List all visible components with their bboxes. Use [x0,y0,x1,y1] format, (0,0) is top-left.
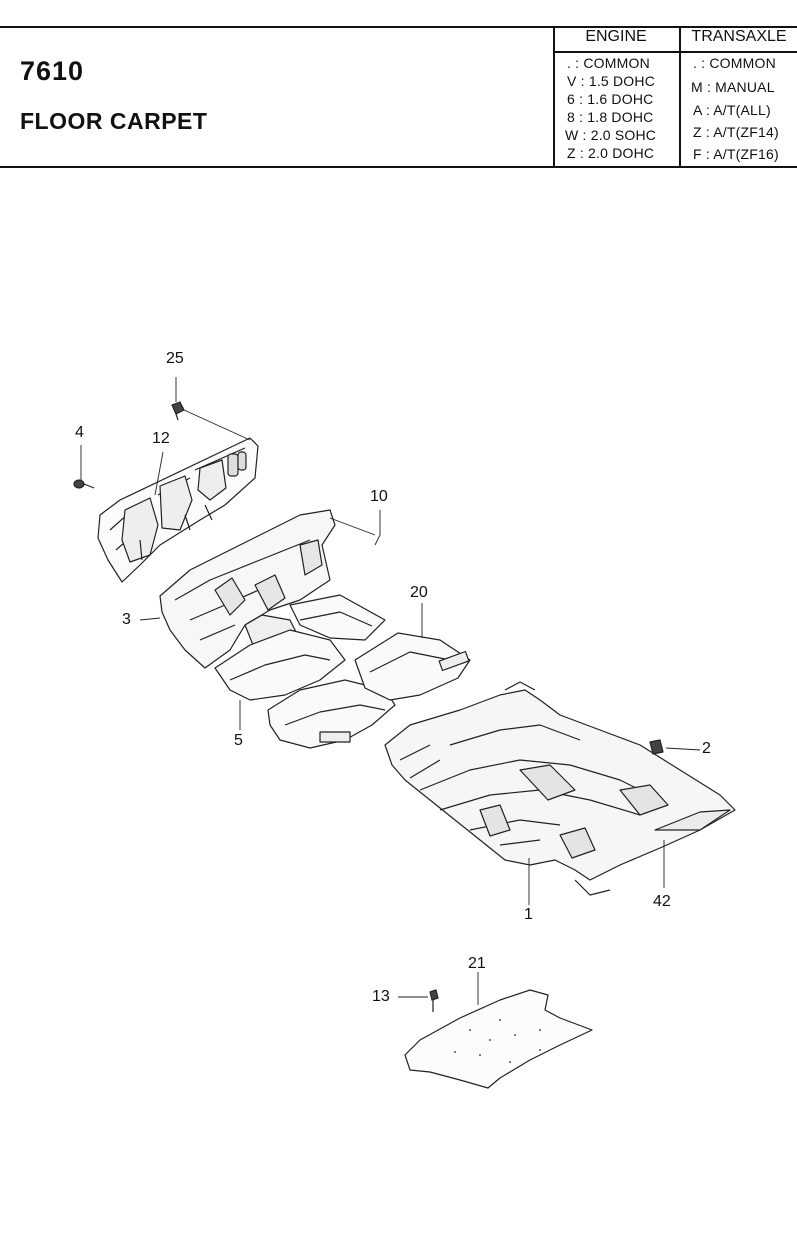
engine-code: V [567,73,577,89]
engine-desc: 1.5 DOHC [588,73,656,89]
front-floor-carpet [159,509,336,669]
engine-code-row: W : 2.0 SOHC [565,127,657,143]
engine-code: Z [567,145,576,161]
header-bottom-rule [0,166,797,168]
clip-fastener-25 [171,401,185,421]
clip-fastener-2 [649,739,664,755]
header-top-rule [0,26,797,28]
code-table-header-rule [553,51,797,53]
callout-10: 10 [370,488,388,505]
clip-fastener-13 [429,989,439,1012]
engine-code: W [565,127,579,143]
page-header: 7610 FLOOR CARPET ENGINE TRANSAXLE . : C… [0,0,797,168]
transaxle-desc: A/T(ALL) [713,102,771,118]
engine-desc: 1.6 DOHC [587,91,654,107]
part-number: 7610 [20,56,85,86]
engine-code-row: Z : 2.0 DOHC [567,145,655,161]
transaxle-code: Z [693,124,702,140]
floor-mat-20 [354,632,471,701]
transaxle-desc: MANUAL [715,79,775,95]
engine-desc: 2.0 DOHC [588,145,655,161]
engine-code: 8 [567,109,575,125]
transaxle-code-row: Z : A/T(ZF14) [693,124,779,140]
transaxle-code-row: M : MANUAL [691,79,775,95]
engine-code-row: 6 : 1.6 DOHC [567,91,654,107]
engine-code-row: . : COMMON [567,55,650,71]
transaxle-code-row: F : A/T(ZF16) [693,146,779,162]
transaxle-desc: A/T(ZF16) [713,146,779,162]
transaxle-column-title: TRANSAXLE [691,28,787,45]
transaxle-code: F [693,146,702,162]
callout-13: 13 [372,988,390,1005]
callout-5: 5 [234,732,243,749]
engine-code-row: V : 1.5 DOHC [567,73,656,89]
transaxle-code-row: A : A/T(ALL) [693,102,771,118]
callout-1: 1 [524,906,533,923]
transaxle-desc: COMMON [709,55,776,71]
transaxle-desc: A/T(ZF14) [713,124,779,140]
transaxle-code-row: . : COMMON [693,55,776,71]
exploded-parts-diagram [73,377,736,1089]
engine-desc: 2.0 SOHC [590,127,657,143]
engine-desc: COMMON [583,55,650,71]
transaxle-code: A [693,102,702,118]
code-table: ENGINE TRANSAXLE . : COMMON V : 1.5 DOHC… [553,26,797,167]
engine-column-title: ENGINE [585,28,647,45]
callout-42: 42 [653,893,671,910]
callout-12: 12 [152,430,170,447]
floor-mat-front [214,594,386,701]
engine-desc: 1.8 DOHC [587,109,654,125]
callout-20: 20 [410,584,428,601]
callout-4: 4 [75,424,84,441]
callout-3: 3 [122,611,131,628]
callout-2: 2 [702,740,711,757]
luggage-floor-mat [404,989,593,1089]
engine-code-row: 8 : 1.8 DOHC [567,109,654,125]
leader-lines [80,377,701,1005]
screw-fastener-4 [73,479,95,489]
floor-mat-rear [267,679,396,749]
callout-25: 25 [166,350,184,367]
code-table-left-border [553,26,555,167]
callout-21: 21 [468,955,486,972]
engine-code: . [567,55,572,71]
transaxle-code: . [693,55,698,71]
code-table-divider [679,26,681,167]
main-floor-carpet [384,681,736,896]
part-name: FLOOR CARPET [20,108,208,134]
engine-code: 6 [567,91,575,107]
transaxle-code: M [691,79,703,95]
dash-insulator-panel [97,437,259,583]
